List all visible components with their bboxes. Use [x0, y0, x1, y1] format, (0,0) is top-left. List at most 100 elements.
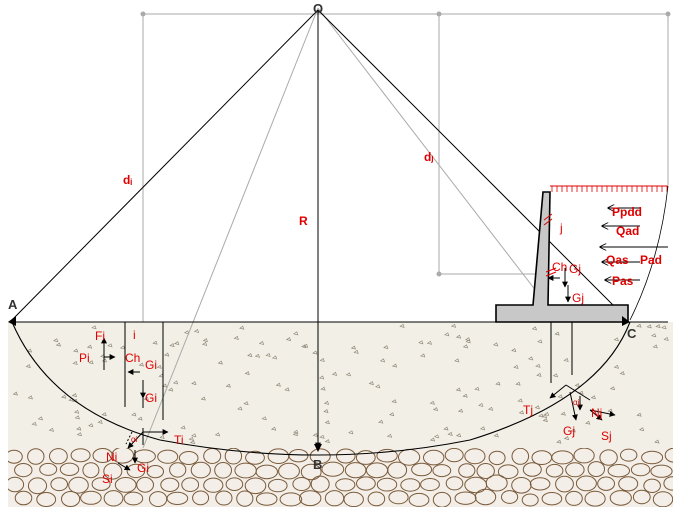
gravel-pebble: [664, 448, 673, 463]
gravel-pebble: [224, 448, 243, 465]
soil-speckle: [554, 331, 560, 336]
gravel-pebble: [27, 448, 45, 465]
soil-speckle: [353, 349, 359, 354]
soil-speckle: [261, 416, 267, 421]
gravel-pebble: [27, 477, 48, 495]
gravel-pebble: [91, 477, 111, 491]
gravel-pebble: [14, 490, 33, 506]
soil-speckle: [455, 334, 462, 339]
gravel-pebble: [432, 491, 452, 507]
gravel-pebble: [607, 464, 630, 478]
soil-speckle: [37, 416, 43, 421]
alpha-i-label: αi: [131, 435, 138, 444]
soil-speckle: [156, 364, 162, 369]
gravel-pebble: [278, 462, 300, 480]
soil-speckle: [585, 420, 591, 425]
gravel-pebble: [136, 476, 155, 493]
soil-speckle: [233, 335, 239, 340]
gravel-pebble: [464, 448, 486, 465]
gravel-pebble: [423, 449, 445, 466]
gravel-pebble: [597, 476, 615, 491]
gj-upper-label: Gj: [569, 262, 581, 276]
gravel-pebble: [321, 461, 345, 477]
soil-speckle: [537, 339, 543, 344]
gravel-pebble: [160, 477, 180, 492]
radius-label: R: [299, 214, 308, 228]
ppdd-label: Ppdd: [612, 205, 642, 219]
point-markers: [8, 316, 630, 452]
gravel-pebble: [587, 461, 605, 478]
gravel-pebble: [356, 476, 376, 491]
gravel-pebble: [618, 476, 639, 492]
soil-speckle: [636, 323, 642, 328]
soil-speckle: [71, 393, 77, 398]
soil-speckle: [479, 426, 486, 431]
soil-speckle: [48, 427, 54, 432]
soil-speckle: [474, 386, 480, 391]
sj-label: Sj: [601, 429, 612, 443]
soil-speckle: [275, 382, 281, 387]
soil-speckle: [202, 338, 208, 343]
gravel-pebble: [225, 477, 244, 492]
soil-speckle: [538, 413, 544, 418]
gravel-pebble: [388, 490, 409, 505]
gravel-pebble: [169, 462, 187, 478]
soil-speckle: [652, 344, 658, 349]
soil-speckle: [443, 426, 449, 431]
gravel-pebble: [203, 477, 224, 493]
soil-speckle: [191, 381, 197, 386]
soil-speckle: [429, 400, 435, 405]
gravel-pebble: [310, 475, 330, 493]
soil-speckle: [455, 387, 461, 392]
gravel-pebble: [103, 462, 123, 480]
soil-speckle: [237, 406, 243, 411]
gravel-pebble: [511, 477, 532, 494]
gravel-pebble: [632, 489, 651, 505]
gravel-pebble: [497, 464, 519, 480]
soil-speckle: [225, 383, 231, 388]
ti-label: Ti: [174, 433, 184, 447]
gravel-pebble: [49, 448, 68, 465]
gravel-pebble: [411, 462, 433, 477]
soil-speckle: [152, 340, 158, 345]
soil-speckle: [450, 323, 457, 328]
gravel-pebble: [575, 475, 597, 492]
soil-speckle: [293, 331, 299, 336]
soil-speckle: [214, 432, 221, 437]
gravel-pebble: [432, 464, 452, 478]
pi-label: Pi: [79, 351, 90, 365]
soil-speckle: [168, 387, 174, 392]
gravel-pebble: [376, 448, 398, 463]
gravel-pebble: [8, 476, 25, 493]
soil-speckle: [563, 358, 569, 362]
gravel-pebble: [255, 464, 278, 480]
gravel-pebble: [82, 462, 100, 479]
soil-speckle: [180, 425, 186, 430]
soil-speckle: [542, 418, 548, 423]
ch-i-label: Ch: [125, 351, 140, 365]
soil-speckle: [636, 412, 642, 417]
soil-speckle: [454, 358, 460, 363]
gi-lower-label: Gi: [145, 391, 157, 405]
soil-speckle: [137, 416, 143, 421]
slice-i-forces: [101, 337, 169, 471]
soil-speckle: [535, 363, 541, 368]
gravel-pebble: [50, 477, 69, 492]
gravel-pebble: [400, 478, 421, 492]
gravel-pebble: [214, 462, 233, 479]
gravel-pebble: [80, 490, 102, 505]
gravel-pebble: [114, 477, 137, 493]
soil-speckle: [244, 371, 250, 376]
soil-speckle: [239, 325, 245, 330]
soil-speckle: [552, 373, 558, 378]
alpha-j-label: αj: [573, 398, 580, 407]
gravel-pebble: [178, 451, 199, 465]
gravel-pebble: [255, 492, 278, 506]
qas-label: Qas: [606, 253, 629, 267]
soil-speckle: [61, 394, 67, 399]
soil-speckle: [174, 341, 180, 346]
soil-speckle: [651, 333, 657, 338]
gravel-pebble: [565, 490, 583, 506]
soil-speckle: [183, 330, 190, 335]
